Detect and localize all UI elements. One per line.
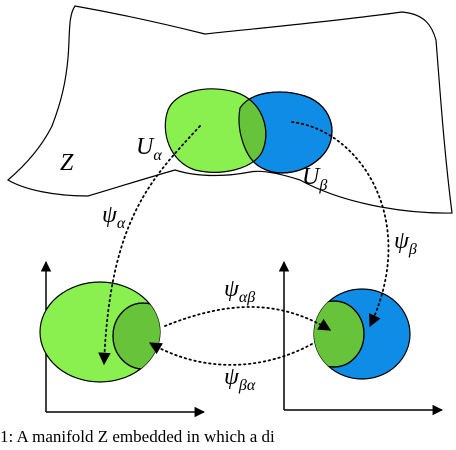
map-psi-alpha-arrow [98, 125, 201, 366]
manifold-outline [6, 5, 453, 214]
image-overlap-right-outline [314, 300, 365, 368]
label-chart-u-beta: Uβ [302, 164, 327, 194]
label-space-z: Z [60, 150, 74, 176]
transition-psi-alpha-beta-arrow [164, 306, 332, 331]
map-psi-beta-arrow [291, 121, 390, 328]
label-map-psi-alpha: ψα [102, 202, 126, 232]
label-map-psi-beta: ψβ [394, 228, 417, 258]
label-chart-u-alpha: Uα [136, 134, 162, 164]
transition-psi-beta-alpha-arrow [148, 342, 313, 366]
label-transition-psi-beta-alpha: ψβα [224, 364, 256, 394]
label-transition-psi-alpha-beta: ψαβ [224, 276, 255, 306]
chart-u-beta-outline [238, 91, 333, 174]
figure-caption: 1: A manifold Z embedded in which a di [0, 427, 275, 446]
